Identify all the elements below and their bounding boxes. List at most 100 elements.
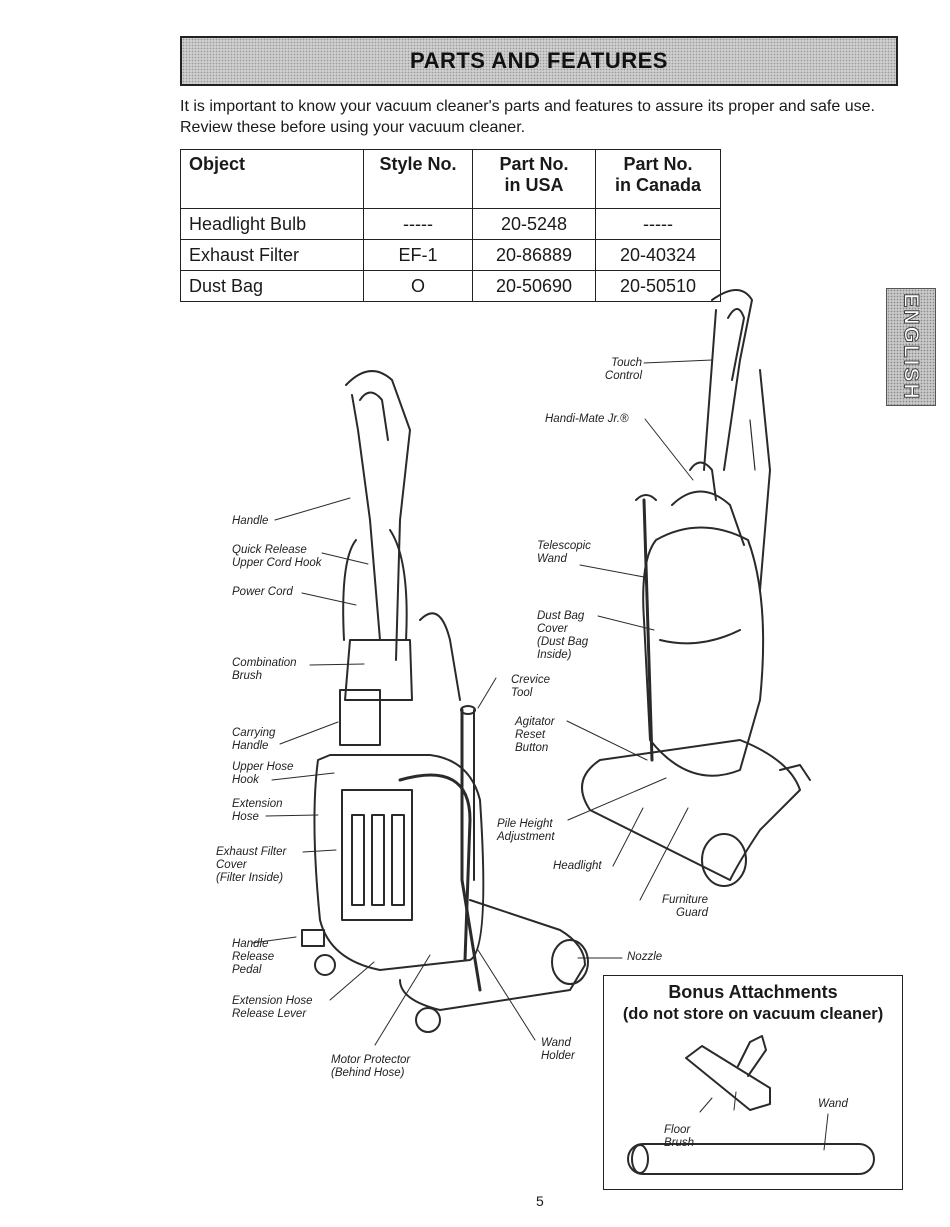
label-line: Dust Bag bbox=[537, 610, 585, 622]
cell-object: Headlight Bulb bbox=[180, 208, 364, 240]
vacuum-rear-illustration bbox=[581, 289, 811, 887]
label-line: Pile Height bbox=[497, 818, 553, 830]
label-line: Touch bbox=[611, 357, 642, 369]
leader-lines-left bbox=[251, 497, 431, 1046]
header-canada-line2: in Canada bbox=[614, 175, 702, 195]
label-bonus-wand: Wand bbox=[818, 1098, 848, 1110]
label-line: Telescopic bbox=[537, 540, 591, 552]
cell-usa: 20-5248 bbox=[472, 208, 596, 240]
label-line: Cover bbox=[216, 859, 247, 871]
label-line: Carrying bbox=[232, 727, 276, 739]
label-line: Guard bbox=[676, 907, 708, 919]
label-line: Agitator bbox=[515, 716, 555, 728]
label-headlight: Headlight bbox=[553, 860, 602, 872]
label-line: Release Lever bbox=[232, 1008, 307, 1020]
table-row: Headlight Bulb ----- 20-5248 ----- bbox=[180, 208, 721, 240]
header-canada-line1: Part No. bbox=[623, 154, 693, 174]
label-line: Floor bbox=[664, 1124, 691, 1136]
table-row: Dust Bag O 20-50690 20-50510 bbox=[180, 270, 721, 302]
page-title: PARTS AND FEATURES bbox=[410, 48, 668, 73]
label-handle: Handle bbox=[232, 515, 269, 527]
bonus-subtitle: (do not store on vacuum cleaner) bbox=[622, 1005, 884, 1023]
label-line: Crevice bbox=[511, 674, 550, 686]
label-line: Cover bbox=[537, 623, 568, 635]
label-line: Hose bbox=[232, 811, 259, 823]
label-line: Quick Release bbox=[232, 544, 307, 556]
page-number: 5 bbox=[536, 1193, 544, 1209]
cell-canada: 20-50510 bbox=[595, 270, 721, 302]
label-handi-mate: Handi-Mate Jr.® bbox=[545, 413, 629, 425]
cell-object: Dust Bag bbox=[180, 270, 364, 302]
label-line: Brush bbox=[664, 1137, 695, 1149]
table-row: Exhaust Filter EF-1 20-86889 20-40324 bbox=[180, 239, 721, 271]
header-part-usa: Part No.in USA bbox=[472, 149, 596, 209]
label-line: Exhaust Filter bbox=[216, 846, 287, 858]
cell-usa: 20-50690 bbox=[472, 270, 596, 302]
label-line: Upper Hose bbox=[232, 761, 294, 773]
leader-lines-right bbox=[477, 359, 713, 1041]
label-line: Button bbox=[515, 742, 549, 754]
label-line: Tool bbox=[511, 687, 533, 699]
bonus-title: Bonus Attachments bbox=[668, 982, 838, 1002]
label-line: (Filter Inside) bbox=[216, 872, 284, 884]
label-line: Wand bbox=[537, 553, 567, 565]
label-line: Holder bbox=[541, 1050, 575, 1062]
label-line: (Behind Hose) bbox=[331, 1067, 405, 1079]
label-line: Extension bbox=[232, 798, 283, 810]
label-line: Motor Protector bbox=[331, 1054, 411, 1066]
table-header-row: Object Style No. Part No.in USA Part No.… bbox=[180, 149, 721, 209]
label-line: Handle bbox=[232, 740, 269, 752]
language-side-tab: ENGLISH bbox=[886, 288, 936, 406]
label-nozzle: Nozzle bbox=[627, 951, 663, 963]
label-line: Upper Cord Hook bbox=[232, 557, 322, 569]
header-style: Style No. bbox=[363, 149, 473, 209]
label-line: Hook bbox=[232, 774, 259, 786]
label-line: (Dust Bag bbox=[537, 636, 589, 648]
label-line: Brush bbox=[232, 670, 263, 682]
bonus-attachments-drawings bbox=[627, 1035, 875, 1175]
label-power-cord: Power Cord bbox=[232, 586, 293, 598]
label-line: Wand bbox=[541, 1037, 571, 1049]
cell-style: EF-1 bbox=[363, 239, 473, 271]
bonus-attachments-box: Bonus Attachments (do not store on vacuu… bbox=[603, 975, 903, 1190]
label-line: Adjustment bbox=[497, 831, 555, 843]
header-object-label: Object bbox=[189, 154, 246, 174]
header-style-label: Style No. bbox=[379, 154, 457, 174]
label-motor-protector: Motor Protector(Behind Hose) bbox=[331, 1054, 410, 1080]
header-object: Object bbox=[180, 149, 364, 209]
cell-usa: 20-86889 bbox=[472, 239, 596, 271]
intro-paragraph: It is important to know your vacuum clea… bbox=[180, 98, 875, 136]
header-usa-line2: in USA bbox=[504, 175, 564, 195]
label-line: Inside) bbox=[537, 649, 572, 661]
label-line: Extension Hose bbox=[232, 995, 313, 1007]
label-line: Reset bbox=[515, 729, 546, 741]
label-line: Pedal bbox=[232, 964, 262, 976]
label-line: Handle bbox=[232, 938, 269, 950]
header-usa-line1: Part No. bbox=[499, 154, 569, 174]
cell-style: O bbox=[363, 270, 473, 302]
cell-object: Exhaust Filter bbox=[180, 239, 364, 271]
header-part-canada: Part No.in Canada bbox=[595, 149, 721, 209]
parts-table: Object Style No. Part No.in USA Part No.… bbox=[180, 149, 721, 302]
section-header-banner: PARTS AND FEATURES bbox=[180, 36, 898, 86]
vacuum-front-illustration bbox=[301, 370, 589, 1033]
label-line: Release bbox=[232, 951, 275, 963]
label-line: Furniture bbox=[661, 894, 708, 906]
